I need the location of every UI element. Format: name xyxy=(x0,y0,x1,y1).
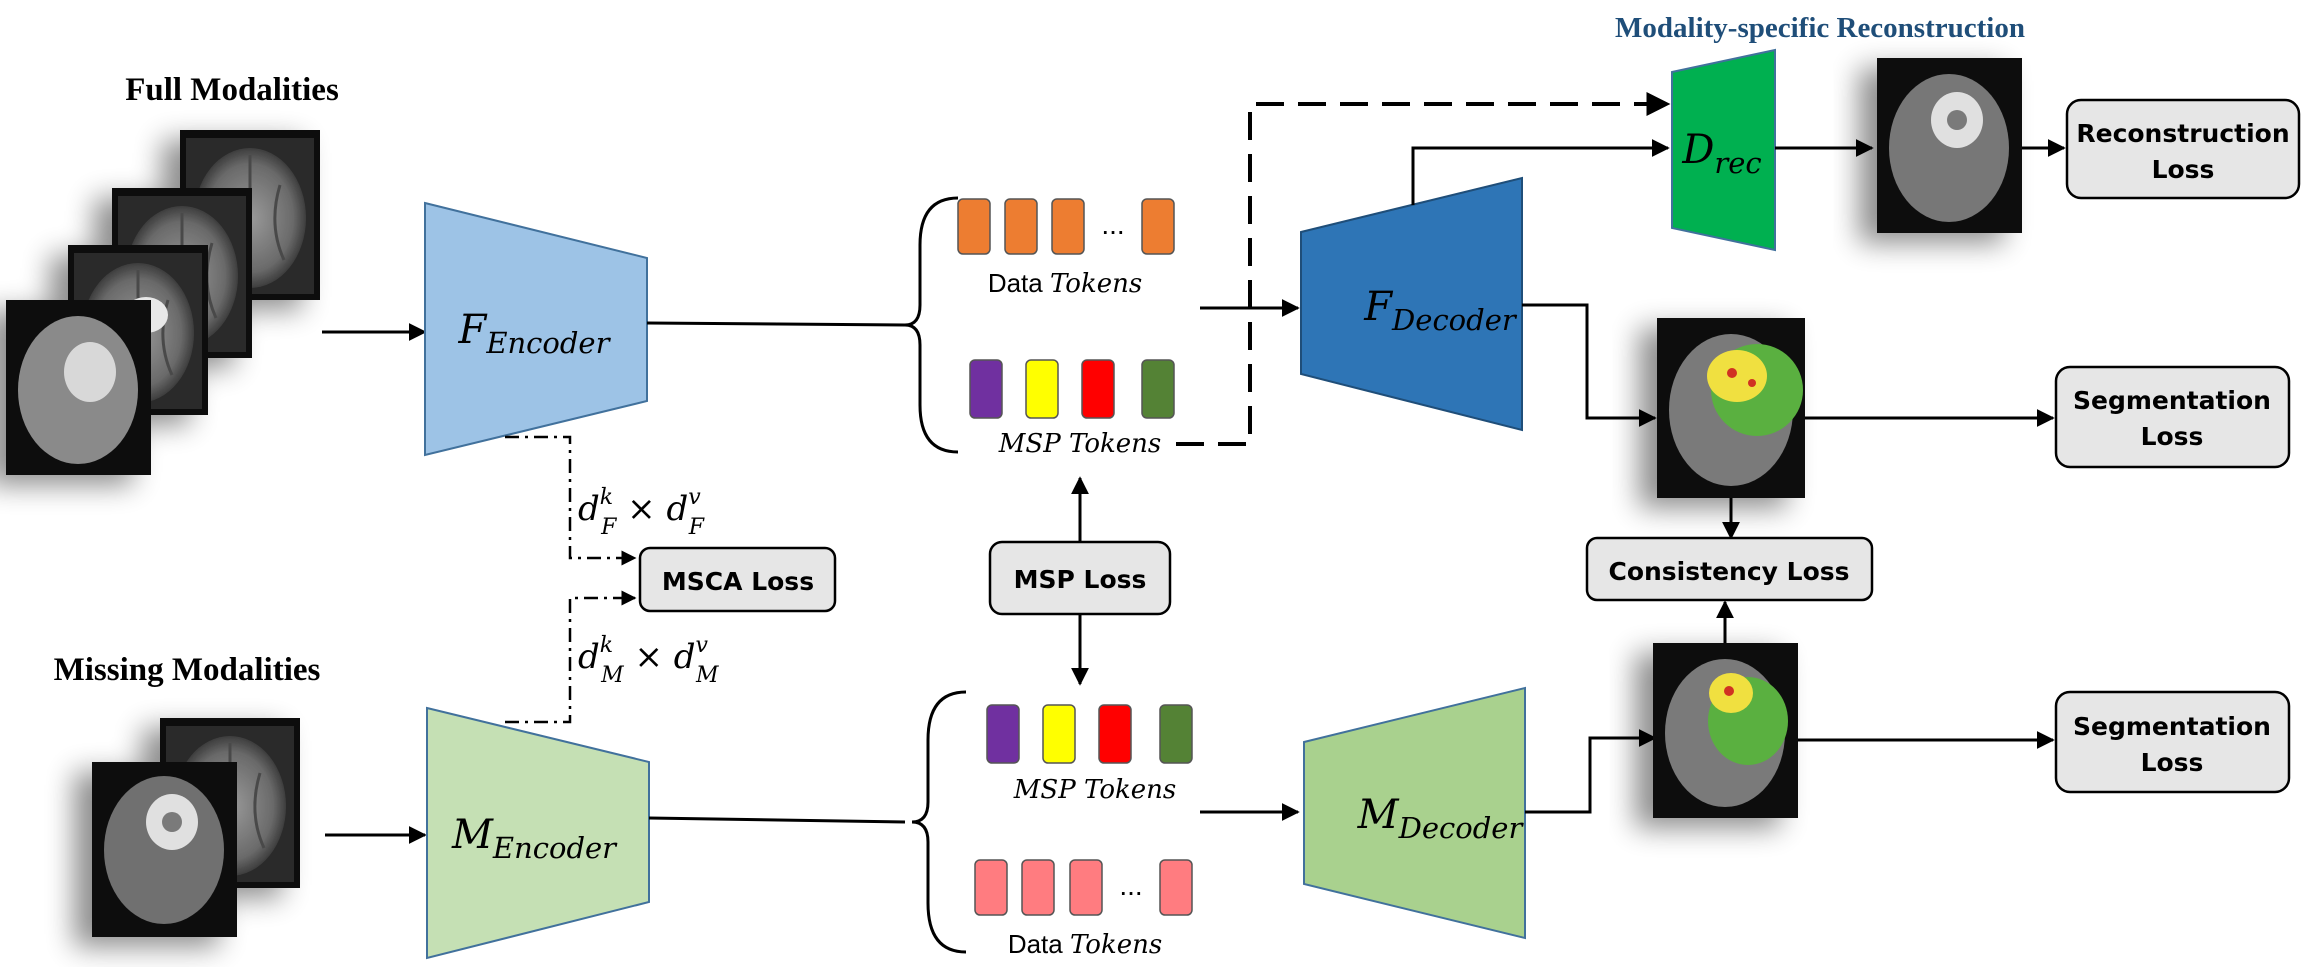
data-token xyxy=(1051,198,1085,255)
msp-token-yellow xyxy=(1042,704,1076,764)
full-decoder-letter: F xyxy=(1363,284,1393,330)
data-token xyxy=(1021,859,1055,916)
msp-token-green xyxy=(1141,359,1175,419)
msca-loss-box: MSCA Loss xyxy=(638,546,837,613)
reconstruction-decoder-letter: D xyxy=(1681,127,1714,173)
msp-token-purple xyxy=(986,704,1020,764)
missing-decoder-shape xyxy=(1303,686,1526,940)
full-decoder-shape xyxy=(1300,176,1523,432)
reconstruction-decoder-shape xyxy=(1671,48,1776,252)
svg-text:FDecoder: FDecoder xyxy=(1363,284,1518,337)
missing-decoder-letter: M xyxy=(1357,792,1400,838)
svg-text:MEncoder: MEncoder xyxy=(451,812,618,865)
core-region xyxy=(1727,368,1737,378)
msp-token-green xyxy=(1159,704,1193,764)
full-decoder-subscript: Decoder xyxy=(1391,303,1518,337)
svg-text:Consistency Loss: Consistency Loss xyxy=(1608,557,1849,586)
msp-loss-box: MSP Loss xyxy=(988,540,1172,616)
svg-text:Drec: Drec xyxy=(1681,127,1761,180)
full-decoder: FDecoder xyxy=(1300,176,1523,432)
missing-modalities-title: Missing Modalities xyxy=(54,652,321,688)
full-segmentation-image xyxy=(1657,318,1805,498)
svg-text:MDecoder: MDecoder xyxy=(1357,792,1525,845)
missing-modality-front-image xyxy=(92,762,237,937)
missing-decoder: MDecoder xyxy=(1303,686,1526,940)
msp-token-purple xyxy=(969,359,1003,419)
full-data-tokens: ... Data Tokens xyxy=(957,198,1175,299)
token-ellipsis: ... xyxy=(1101,209,1124,240)
svg-text:MSCA Loss: MSCA Loss xyxy=(662,567,814,596)
svg-text:Segmentation: Segmentation xyxy=(2073,386,2271,415)
full-encoder-subscript: Encoder xyxy=(485,326,611,360)
token-ellipsis: ... xyxy=(1119,870,1142,901)
full-token-brace xyxy=(904,196,959,454)
missing-encoder-subscript: Encoder xyxy=(492,831,618,865)
missing-msp-tokens: MSP Tokens xyxy=(986,704,1193,805)
data-token xyxy=(1004,198,1038,255)
missing-modality-image-stack xyxy=(92,716,302,937)
enhancing-region xyxy=(1707,350,1767,402)
missing-data-tokens-label: Data Tokens xyxy=(1008,929,1162,960)
reconstruction-decoder-subscript: rec xyxy=(1714,146,1761,180)
data-token xyxy=(1159,859,1193,916)
full-modality-front-image xyxy=(6,300,151,475)
msp-token-red xyxy=(1098,704,1132,764)
missing-encoder: MEncoder xyxy=(426,706,650,960)
full-encoder-letter: F xyxy=(458,307,488,353)
missing-encoder-shape xyxy=(426,706,650,960)
missing-msp-tokens-label: MSP Tokens xyxy=(1013,775,1176,805)
full-encoder: FEncoder xyxy=(424,201,648,457)
msp-token-red xyxy=(1081,359,1115,419)
data-token xyxy=(1141,198,1175,255)
msp-token-yellow xyxy=(1025,359,1059,419)
missing-segmentation-image xyxy=(1653,643,1798,818)
svg-text:Segmentation: Segmentation xyxy=(2073,712,2271,741)
full-segmentation-loss-box: Segmentation Loss xyxy=(2054,365,2291,469)
missing-encoder-letter: M xyxy=(451,812,494,858)
missing-segmentation-loss-box: Segmentation Loss xyxy=(2054,690,2291,794)
missing-data-tokens: ... Data Tokens xyxy=(974,859,1193,960)
svg-text:Loss: Loss xyxy=(2141,422,2204,451)
data-token xyxy=(1069,859,1103,916)
reconstruction-header: Modality-specific Reconstruction xyxy=(1615,12,2025,44)
reconstructed-image xyxy=(1877,58,2022,233)
full-msp-tokens: MSP Tokens xyxy=(969,359,1175,459)
svg-text:Loss: Loss xyxy=(2141,748,2204,777)
full-modalities-title: Full Modalities xyxy=(125,72,339,108)
full-data-tokens-label: Data Tokens xyxy=(988,268,1142,299)
svg-text:Loss: Loss xyxy=(2152,155,2215,184)
full-encoder-shape xyxy=(424,201,648,457)
missing-token-brace xyxy=(911,690,967,954)
svg-text:FEncoder: FEncoder xyxy=(458,307,612,360)
missing-decoder-subscript: Decoder xyxy=(1398,811,1525,845)
data-token xyxy=(957,198,991,255)
reconstruction-decoder: Drec xyxy=(1671,48,1776,252)
data-token xyxy=(974,859,1008,916)
full-modality-image-stack xyxy=(6,128,322,475)
reconstruction-loss-box: Reconstruction Loss xyxy=(2065,98,2301,200)
svg-text:MSP Loss: MSP Loss xyxy=(1014,565,1147,594)
full-msp-tokens-label: MSP Tokens xyxy=(998,429,1161,459)
consistency-loss-box: Consistency Loss xyxy=(1585,536,1874,602)
core-region xyxy=(1724,686,1734,696)
svg-text:Reconstruction: Reconstruction xyxy=(2076,119,2289,148)
